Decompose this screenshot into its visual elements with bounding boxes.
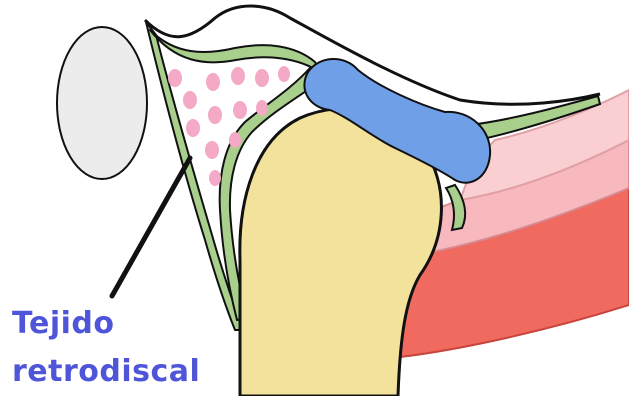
label-pointer-line xyxy=(112,158,190,296)
vessel-dot xyxy=(229,132,241,148)
vessel-dot xyxy=(278,66,290,82)
ear-canal xyxy=(57,27,147,179)
vessel-dot xyxy=(231,67,245,85)
vessel-dot xyxy=(255,69,269,87)
vessel-dot xyxy=(168,69,182,87)
vessel-dot xyxy=(208,106,222,124)
vessel-dot xyxy=(183,91,197,109)
label-tejido: Tejido xyxy=(12,309,114,339)
label-retrodiscal: retrodiscal xyxy=(12,357,200,387)
vessel-dot xyxy=(186,119,200,137)
vessel-dot xyxy=(205,141,219,159)
vessel-dot xyxy=(233,101,247,119)
vessel-dot xyxy=(256,100,268,116)
vessel-dot xyxy=(209,170,221,186)
vessel-dot xyxy=(206,73,220,91)
